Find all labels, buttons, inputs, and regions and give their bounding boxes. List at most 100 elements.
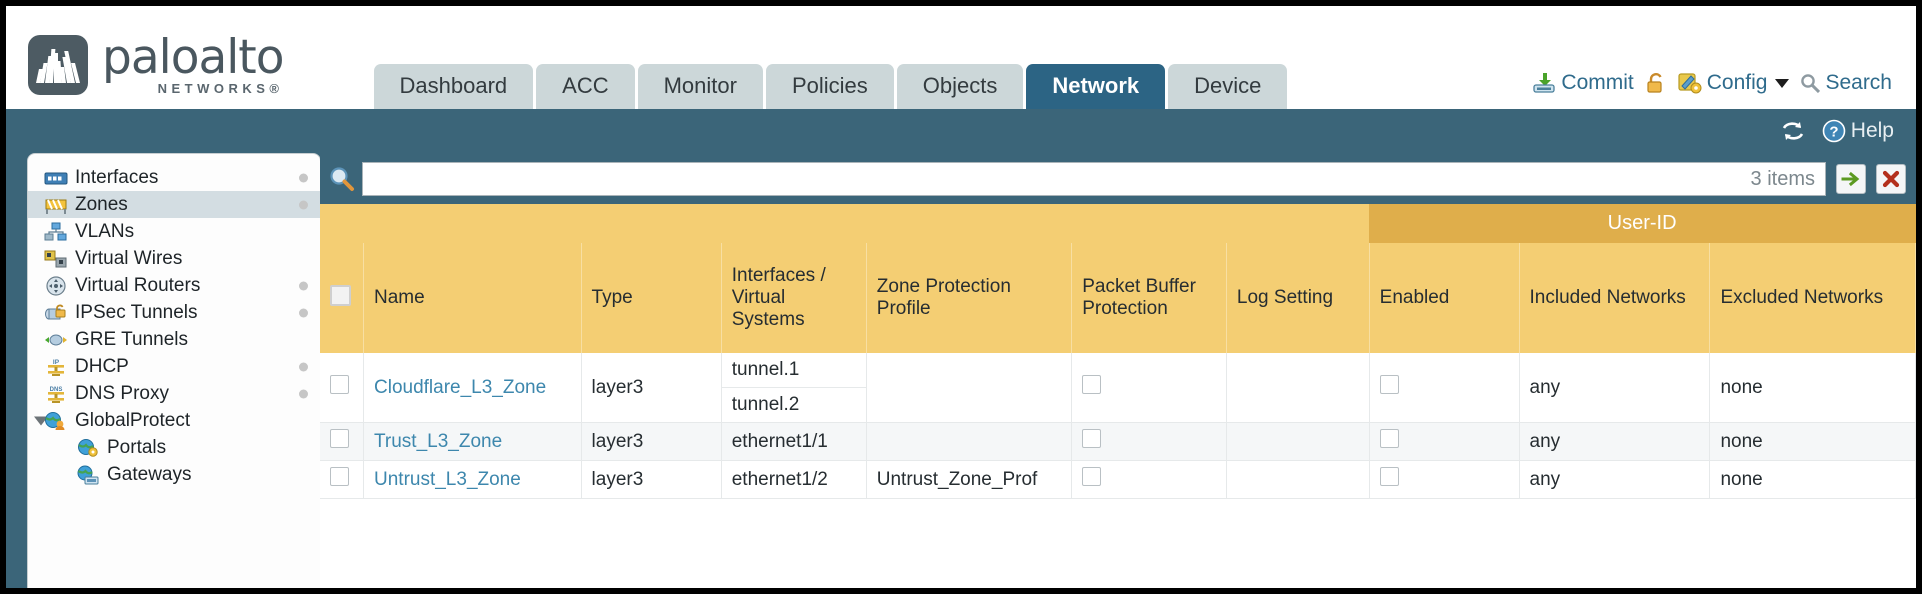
select-all-header — [320, 243, 364, 353]
sidebar-item-label: Gateways — [107, 463, 192, 485]
column-header-included-networks[interactable]: Included Networks — [1519, 243, 1711, 353]
dns-proxy-icon: DNS — [44, 384, 68, 404]
search-input[interactable] — [363, 163, 1751, 195]
config-menu[interactable]: Config — [1678, 71, 1790, 95]
zones-icon — [44, 195, 68, 215]
column-header-log-setting[interactable]: Log Setting — [1226, 243, 1370, 353]
interface-entry: tunnel.2 — [721, 387, 866, 422]
column-header-packet-buffer-protection[interactable]: Packet Buffer Protection — [1071, 243, 1227, 353]
config-scope-dot-icon — [299, 281, 308, 290]
paloalto-logo-icon — [28, 34, 88, 95]
brand-name: paloalto — [102, 30, 284, 85]
cell-interfaces: ethernet1/2 — [721, 460, 867, 499]
userid-enabled-checkbox[interactable] — [1379, 375, 1399, 394]
sidebar-item-zones[interactable]: Zones — [28, 191, 320, 218]
tab-acc[interactable]: ACC — [536, 64, 635, 109]
dhcp-icon: IP — [44, 357, 68, 377]
vlans-icon — [44, 222, 68, 242]
column-header-type[interactable]: Type — [581, 243, 722, 353]
zone-name-link[interactable]: Cloudflare_L3_Zone — [374, 376, 547, 398]
search-row: 3 items — [320, 154, 1916, 204]
sidebar-item-virtual-wires[interactable]: Virtual Wires — [28, 245, 320, 272]
search-magnifier-icon[interactable] — [328, 165, 356, 193]
sidebar-item-label: Zones — [75, 193, 128, 215]
cell-name: Trust_L3_Zone — [363, 422, 582, 461]
tab-network[interactable]: Network — [1026, 64, 1166, 109]
row-select-cell — [320, 422, 364, 461]
config-scope-dot-icon — [299, 173, 308, 182]
tab-monitor[interactable]: Monitor — [637, 64, 763, 109]
row-select-checkbox[interactable] — [330, 375, 349, 394]
tab-policies[interactable]: Policies — [765, 64, 894, 109]
tab-device[interactable]: Device — [1168, 64, 1288, 109]
sidebar-item-ipsec-tunnels[interactable]: IPSec Tunnels — [28, 299, 320, 326]
tab-label: Dashboard — [399, 73, 508, 98]
tab-objects[interactable]: Objects — [896, 64, 1024, 109]
sidebar-item-virtual-routers[interactable]: Virtual Routers — [28, 272, 320, 299]
column-header-name[interactable]: Name — [363, 243, 582, 353]
userid-enabled-checkbox[interactable] — [1379, 467, 1399, 486]
clear-filter-button[interactable] — [1876, 164, 1906, 194]
padlock-icon — [1645, 72, 1667, 94]
sidebar-item-gre-tunnels[interactable]: GRE Tunnels — [28, 326, 320, 353]
apply-filter-button[interactable] — [1836, 164, 1866, 194]
zone-name-link[interactable]: Trust_L3_Zone — [374, 430, 503, 452]
expand-triangle-icon[interactable] — [34, 416, 48, 425]
cell-packet-buffer-protection — [1071, 460, 1227, 499]
tab-dashboard[interactable]: Dashboard — [373, 64, 534, 109]
sidebar-item-label: IPSec Tunnels — [75, 301, 198, 323]
sidebar-item-gateways[interactable]: Gateways — [28, 461, 320, 488]
sidebar-item-vlans[interactable]: VLANs — [28, 218, 320, 245]
cell-zone-protection-profile — [866, 422, 1073, 461]
cell-log-setting — [1226, 353, 1370, 423]
svg-text:DNS: DNS — [50, 387, 63, 393]
column-header-enabled[interactable]: Enabled — [1369, 243, 1520, 353]
search-label: Search — [1825, 71, 1892, 94]
column-header-interfaces-virtual-systems[interactable]: Interfaces / Virtual Systems — [721, 243, 867, 353]
select-all-checkbox[interactable] — [330, 284, 351, 306]
virtual-routers-icon — [44, 275, 68, 296]
padlock-button[interactable] — [1645, 72, 1667, 94]
portals-icon — [76, 438, 100, 458]
packet-buffer-protection-checkbox[interactable] — [1082, 429, 1102, 448]
column-header-zone-protection-profile[interactable]: Zone Protection Profile — [866, 243, 1073, 353]
search-button[interactable]: Search — [1800, 71, 1892, 95]
zone-name-link[interactable]: Untrust_L3_Zone — [374, 468, 521, 490]
refresh-icon[interactable] — [1780, 119, 1806, 143]
userid-enabled-checkbox[interactable] — [1379, 429, 1399, 448]
search-field-wrapper[interactable]: 3 items — [362, 162, 1826, 196]
cell-name: Untrust_L3_Zone — [363, 460, 582, 499]
row-select-checkbox[interactable] — [330, 429, 349, 448]
gateways-icon — [76, 465, 100, 485]
row-select-checkbox[interactable] — [330, 467, 349, 486]
gre-tunnels-icon — [44, 330, 68, 350]
help-button[interactable]: ? Help — [1822, 119, 1894, 143]
packet-buffer-protection-checkbox[interactable] — [1082, 467, 1102, 486]
cell-type: layer3 — [581, 422, 722, 461]
brand-sub: NETWORKS® — [157, 81, 284, 96]
cell-packet-buffer-protection — [1071, 353, 1227, 423]
tab-label: Objects — [922, 73, 998, 98]
sidebar-item-interfaces[interactable]: Interfaces — [28, 164, 320, 191]
config-label: Config — [1706, 71, 1768, 94]
column-header-excluded-networks[interactable]: Excluded Networks — [1709, 243, 1916, 353]
sidebar-item-portals[interactable]: Portals — [28, 434, 320, 461]
packet-buffer-protection-checkbox[interactable] — [1082, 375, 1102, 394]
sidebar-item-label: Portals — [107, 436, 167, 458]
commit-button[interactable]: Commit — [1532, 71, 1634, 95]
cell-log-setting — [1226, 460, 1370, 499]
cell-zone-protection-profile: Untrust_Zone_Prof — [866, 460, 1073, 499]
cell-included-networks: any — [1519, 460, 1711, 499]
sidebar-item-globalprotect[interactable]: GlobalProtect — [28, 407, 320, 434]
